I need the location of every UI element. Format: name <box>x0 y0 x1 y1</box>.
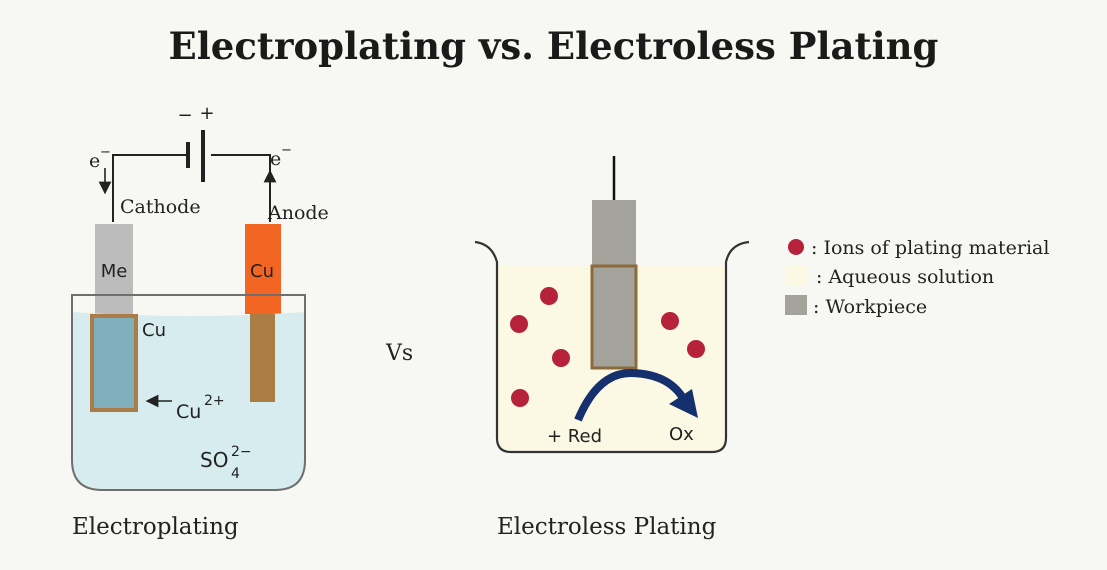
legend-solution-label: : Aqueous solution <box>816 266 994 288</box>
ion-dot <box>510 315 528 333</box>
anode-label: Anode <box>267 202 329 224</box>
legend-ion-label: : Ions of plating material <box>811 237 1049 259</box>
electron-right-charge: − <box>281 143 292 158</box>
legend-solution-swatch <box>785 265 807 285</box>
reduction-label: + Red <box>547 426 602 447</box>
battery-icon <box>186 130 205 182</box>
electron-left-label: e <box>89 150 100 172</box>
workpiece-upper <box>592 200 636 268</box>
anode-metal-label: Cu <box>250 261 274 282</box>
legend-ion-swatch <box>788 239 804 255</box>
battery-plus-sign: + <box>199 103 214 124</box>
electroplating-beaker <box>71 294 306 491</box>
anode-electrode <box>245 224 281 314</box>
sulfate-ion-label: SO <box>200 448 228 472</box>
legend: : Ions of plating material : Aqueous sol… <box>785 237 1049 318</box>
ion-dot <box>552 349 570 367</box>
reaction-arrow-icon <box>574 368 698 422</box>
electron-right-label: e <box>270 148 281 170</box>
sulfate-superscript: 2− <box>231 444 252 460</box>
plated-cathode <box>90 314 138 412</box>
battery-minus-sign: − <box>177 105 192 126</box>
cathode-metal-label: Me <box>101 261 128 282</box>
page-title: Electroplating vs. Electroless Plating <box>168 24 939 68</box>
legend-workpiece-swatch <box>785 295 807 315</box>
coating-label: Cu <box>142 320 166 341</box>
electroplating-diagram: − + e − e − Cathode Anode Me Cu Cu Cu 2+… <box>71 103 329 540</box>
ion-dot <box>661 312 679 330</box>
oxidation-label: Ox <box>669 424 694 445</box>
electroplating-caption: Electroplating <box>72 514 239 540</box>
circuit-wire <box>112 154 271 222</box>
copper-ion-label: Cu <box>176 401 201 423</box>
plating-ions <box>510 287 705 407</box>
copper-ion-charge: 2+ <box>204 393 225 409</box>
electroless-beaker <box>474 240 750 454</box>
copper-anode-rod <box>250 314 275 402</box>
cathode-label: Cathode <box>120 196 201 218</box>
sulfate-subscript: 4 <box>231 466 240 482</box>
electroless-caption: Electroless Plating <box>497 514 717 540</box>
vs-label: Vs <box>385 341 413 366</box>
electroless-diagram: + Red Ox Electroless Plating <box>474 156 750 540</box>
ion-dot <box>687 340 705 358</box>
electron-left-charge: − <box>100 145 111 160</box>
ion-dot <box>540 287 558 305</box>
legend-workpiece-label: : Workpiece <box>813 296 927 318</box>
workpiece-submerged <box>590 264 638 370</box>
cathode-electrode <box>95 224 133 316</box>
ion-dot <box>511 389 529 407</box>
